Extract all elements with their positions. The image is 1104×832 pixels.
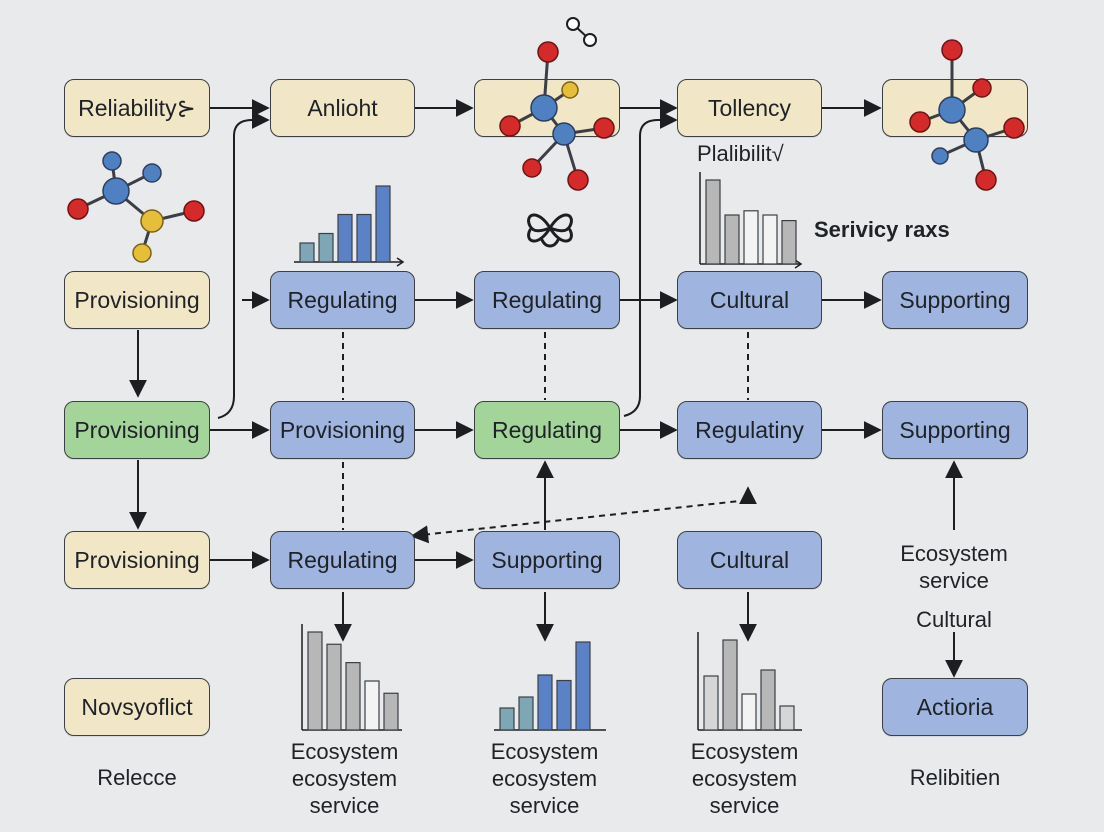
chart-bar	[779, 705, 795, 731]
chart-axis-arrow	[396, 257, 405, 267]
node-supporting-2[interactable]: Supporting	[882, 401, 1028, 459]
node-cultural-2[interactable]: Cultural	[677, 531, 822, 589]
molecule-icon	[67, 151, 205, 263]
node-regulating-3[interactable]: Regulating	[474, 401, 620, 459]
chart-bar	[299, 242, 315, 263]
node-supporting-1[interactable]: Supporting	[882, 271, 1028, 329]
label-ecosystem-service-right: Ecosystem service	[900, 541, 1008, 593]
node-regulating-4[interactable]: Regulating	[270, 531, 415, 589]
label-plalibility: Plalibilit√	[697, 141, 784, 166]
node-provisioning-2[interactable]: Provisioning	[64, 401, 210, 459]
node-provisioning-1[interactable]: Provisioning	[64, 271, 210, 329]
chart-bar	[722, 639, 738, 731]
node-provisioning-3[interactable]: Provisioning	[270, 401, 415, 459]
chart-bar	[724, 214, 740, 265]
label-ecosystem-1: Ecosystem ecosystem service	[290, 739, 399, 818]
node-tollency[interactable]: Tollency	[677, 79, 822, 137]
molecule-icon	[499, 41, 615, 191]
molecule-icon	[909, 39, 1025, 191]
node-provisioning-4[interactable]: Provisioning	[64, 531, 210, 589]
label-cultural-right: Cultural	[916, 607, 992, 632]
node-supporting-3[interactable]: Supporting	[474, 531, 620, 589]
knot-icon	[527, 213, 573, 248]
chart-bar	[375, 185, 391, 263]
chart-axis-arrow	[794, 259, 803, 269]
chart-bar	[356, 213, 372, 263]
label-serivicy-raxs: Serivicy raxs	[814, 217, 950, 242]
dashed-regulatiny-reg4	[410, 486, 757, 544]
node-regulating-1[interactable]: Regulating	[270, 271, 415, 329]
chart-bar	[760, 669, 776, 731]
node-regulating-2[interactable]: Regulating	[474, 271, 620, 329]
label-ecosystem-2: Ecosystem ecosystem service	[490, 739, 599, 818]
node-regulatiny[interactable]: Regulatiny	[677, 401, 822, 459]
curve-reg3-tollency	[623, 111, 678, 417]
node-anlioht[interactable]: Anlioht	[270, 79, 415, 137]
chart-bar	[743, 210, 759, 265]
chart-bar	[703, 675, 719, 731]
label-relibitien: Relibitien	[909, 765, 1001, 790]
chain-link-icon	[566, 17, 597, 47]
chart-bar	[556, 679, 572, 731]
bar-chart-icon	[697, 632, 802, 731]
chart-bar	[741, 693, 757, 731]
label-ecosystem-3: Ecosystem ecosystem service	[690, 739, 799, 818]
chart-bar	[762, 214, 778, 265]
node-actioria[interactable]: Actioria	[882, 678, 1028, 736]
chart-bar	[705, 179, 721, 265]
chart-bar	[318, 232, 334, 263]
chart-bar	[383, 692, 399, 731]
curve-prov2-anlioht	[217, 111, 270, 419]
bar-chart-icon	[301, 624, 402, 731]
node-reliability[interactable]: Reliability⊱	[64, 79, 210, 137]
bar-chart-icon	[699, 172, 803, 269]
bar-chart-icon	[294, 185, 405, 267]
chart-bar	[326, 643, 342, 731]
chart-bar	[575, 641, 591, 731]
chart-bar	[307, 631, 323, 731]
chart-bar	[364, 680, 380, 731]
node-cultural-1[interactable]: Cultural	[677, 271, 822, 329]
bar-chart-icon	[494, 641, 606, 731]
label-relecce: Relecce	[97, 765, 177, 790]
chart-bar	[781, 219, 797, 265]
node-novsyoflict[interactable]: Novsyoflict	[64, 678, 210, 736]
chart-bar	[345, 662, 361, 731]
chart-bar	[337, 213, 353, 263]
chart-bar	[537, 674, 553, 731]
chart-bar	[518, 696, 534, 731]
chart-bar	[499, 707, 515, 731]
